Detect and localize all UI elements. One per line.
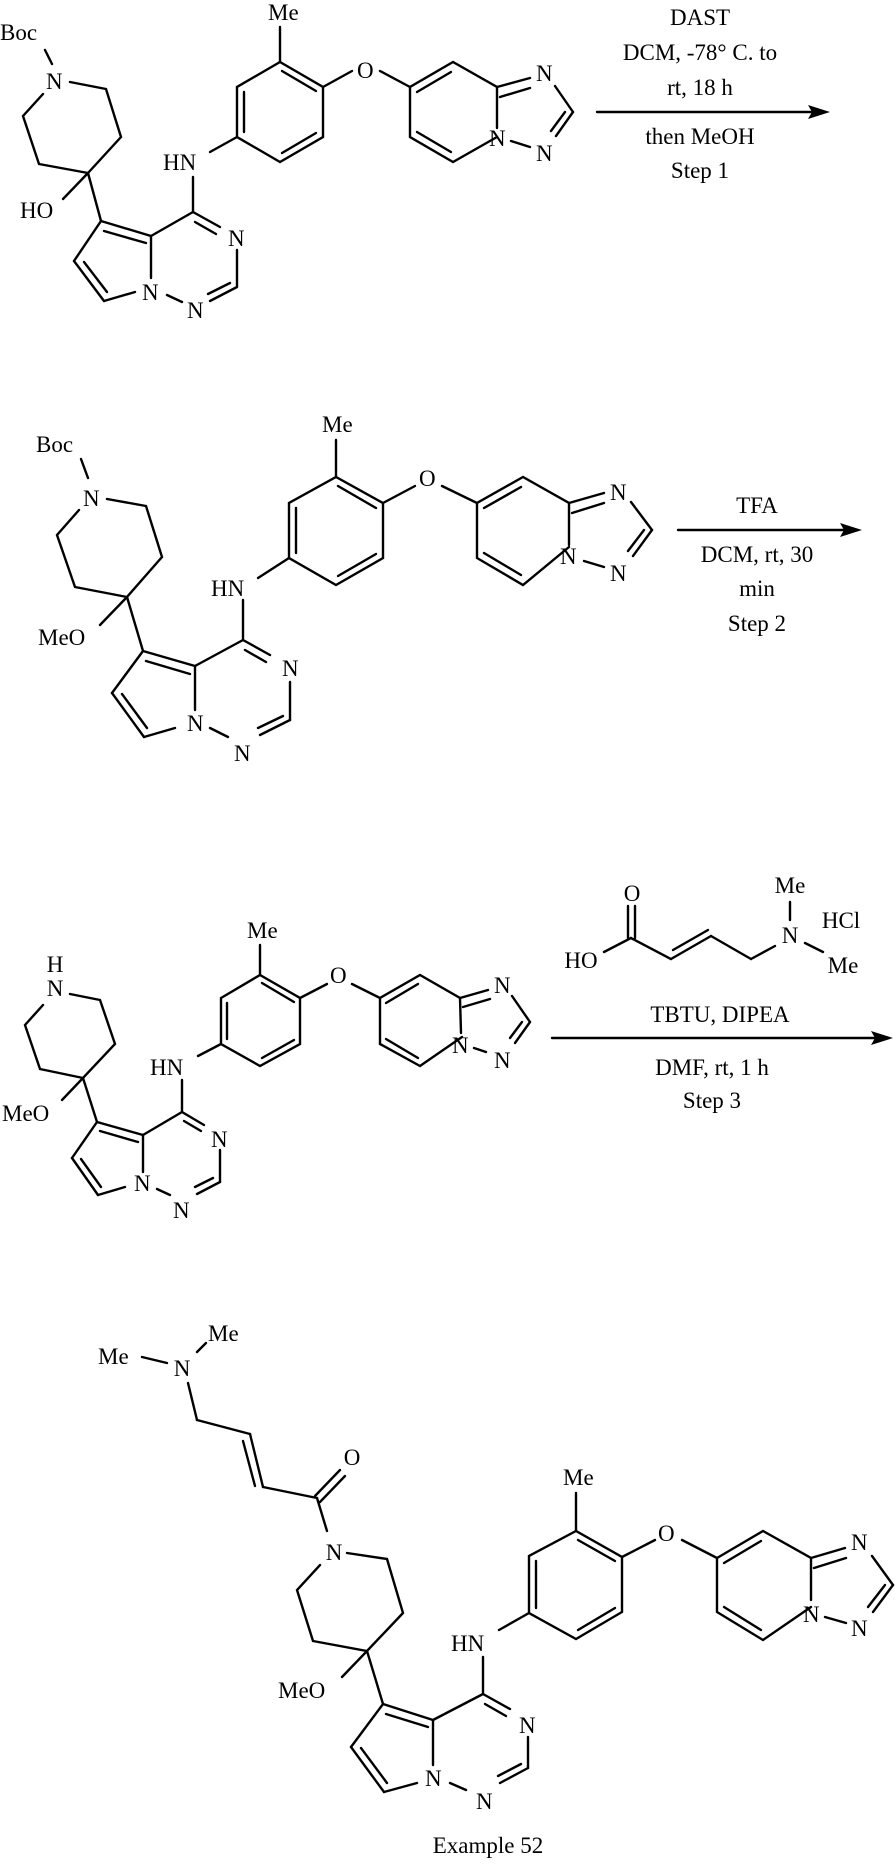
product-structure: Me Me N O N MeO HN Me O N N N N N N Exam… bbox=[98, 1321, 895, 1858]
triazine-n1-label: N bbox=[187, 298, 204, 323]
methyl-label: Me bbox=[268, 0, 299, 25]
methoxy-label: MeO bbox=[38, 625, 85, 650]
ether-o-label: O bbox=[658, 1521, 675, 1546]
hydroxyl-label: HO bbox=[20, 198, 53, 223]
methyl-label: Me bbox=[563, 1465, 594, 1490]
step1-label: Step 1 bbox=[671, 158, 729, 183]
step2-starting-material: Boc N MeO HN Me O N N N N N N bbox=[36, 412, 654, 766]
bridge-n-label: N bbox=[187, 711, 204, 736]
acid-ho-label: HO bbox=[564, 948, 597, 973]
step1-starting-material: Boc N HO HN Me O N N N N N N bbox=[0, 0, 575, 323]
triazine-n3-label: N bbox=[519, 1713, 536, 1738]
methyl-label: Me bbox=[322, 412, 353, 437]
triazole-n-top-label: N bbox=[494, 973, 511, 998]
dimethylamino-n-label: N bbox=[174, 1356, 191, 1381]
boc-label: Boc bbox=[36, 432, 73, 457]
step2-arrow-group: TFA DCM, rt, 30 min Step 2 bbox=[676, 493, 862, 636]
step1-below-line-1: then MeOH bbox=[645, 124, 754, 149]
triazine-n1-label: N bbox=[476, 1789, 493, 1814]
step2-reagent-line-1: TFA bbox=[736, 493, 778, 518]
hcl-label: HCl bbox=[822, 908, 860, 933]
ether-o-label: O bbox=[357, 58, 374, 83]
triazole-bridge-n-label: N bbox=[452, 1033, 469, 1058]
arrow-head-icon bbox=[871, 1031, 893, 1045]
step1-arrow-group: DAST DCM, -78° C. to rt, 18 h then MeOH … bbox=[595, 5, 830, 183]
dimethylamino-methyl-left-label: Me bbox=[98, 1344, 129, 1369]
step3-reagent-line-1: TBTU, DIPEA bbox=[650, 1002, 790, 1027]
amine-n-label: N bbox=[782, 923, 799, 948]
triazole-n-bottom-label: N bbox=[536, 141, 553, 166]
triazine-n3-label: N bbox=[228, 226, 245, 251]
triazole-n-bottom-label: N bbox=[494, 1048, 511, 1073]
nh-hydrogen-label: H bbox=[47, 952, 64, 977]
methoxy-label: MeO bbox=[2, 1101, 49, 1126]
hn-label: HN bbox=[163, 150, 197, 175]
step3-label: Step 3 bbox=[683, 1088, 741, 1113]
triazine-n3-label: N bbox=[211, 1127, 228, 1152]
triazole-bridge-n-label: N bbox=[560, 544, 577, 569]
piperidine-n-label: N bbox=[83, 486, 100, 511]
hn-label: HN bbox=[211, 576, 245, 601]
triazine-n3-label: N bbox=[282, 656, 299, 681]
hn-label: HN bbox=[150, 1055, 184, 1080]
triazole-bridge-n-label: N bbox=[803, 1602, 820, 1627]
dimethylamino-methyl-top-label: Me bbox=[208, 1321, 239, 1346]
step3-starting-material: H N MeO HN Me O N N N N N N bbox=[2, 918, 532, 1223]
ether-o-label: O bbox=[330, 963, 347, 988]
arrow-head-icon bbox=[840, 523, 862, 537]
step2-label: Step 2 bbox=[728, 611, 786, 636]
product-caption: Example 52 bbox=[433, 1833, 544, 1858]
step3-below-line-1: DMF, rt, 1 h bbox=[655, 1055, 769, 1080]
arrow-head-icon bbox=[808, 105, 830, 119]
step3-reagent-structure: O HO N Me Me HCl bbox=[564, 873, 860, 978]
triazine-n1-label: N bbox=[173, 1198, 190, 1223]
piperidine-n-label: N bbox=[46, 69, 63, 94]
methyl-label: Me bbox=[247, 918, 278, 943]
triazole-n-top-label: N bbox=[610, 480, 627, 505]
methoxy-label: MeO bbox=[278, 1678, 325, 1703]
triazole-n-bottom-label: N bbox=[610, 561, 627, 586]
bridge-n-label: N bbox=[425, 1766, 442, 1791]
triazine-n1-label: N bbox=[234, 741, 251, 766]
hn-label: HN bbox=[451, 1631, 485, 1656]
step1-reagent-line-2: DCM, -78° C. to bbox=[623, 40, 777, 65]
piperidine-n-label: N bbox=[326, 1540, 343, 1565]
ether-o-label: O bbox=[419, 466, 436, 491]
methyl-bottom-label: Me bbox=[828, 953, 859, 978]
carbonyl-o-label: O bbox=[344, 1445, 361, 1470]
step1-reagent-line-1: DAST bbox=[670, 5, 730, 30]
step2-below-line-2: min bbox=[739, 576, 775, 601]
step2-below-line-1: DCM, rt, 30 bbox=[701, 542, 813, 567]
methyl-top-label: Me bbox=[775, 873, 806, 898]
bridge-n-label: N bbox=[134, 1171, 151, 1196]
triazole-bridge-n-label: N bbox=[489, 126, 506, 151]
step3-arrow-group: TBTU, DIPEA DMF, rt, 1 h Step 3 bbox=[550, 1002, 893, 1113]
bridge-n-label: N bbox=[142, 280, 159, 305]
piperidine-n-label: N bbox=[47, 976, 64, 1001]
triazole-n-top-label: N bbox=[536, 61, 553, 86]
step1-reagent-line-3: rt, 18 h bbox=[667, 75, 733, 100]
triazole-n-bottom-label: N bbox=[851, 1616, 868, 1641]
boc-label: Boc bbox=[0, 20, 37, 45]
triazole-n-top-label: N bbox=[851, 1530, 868, 1555]
carbonyl-o-label: O bbox=[624, 881, 641, 906]
